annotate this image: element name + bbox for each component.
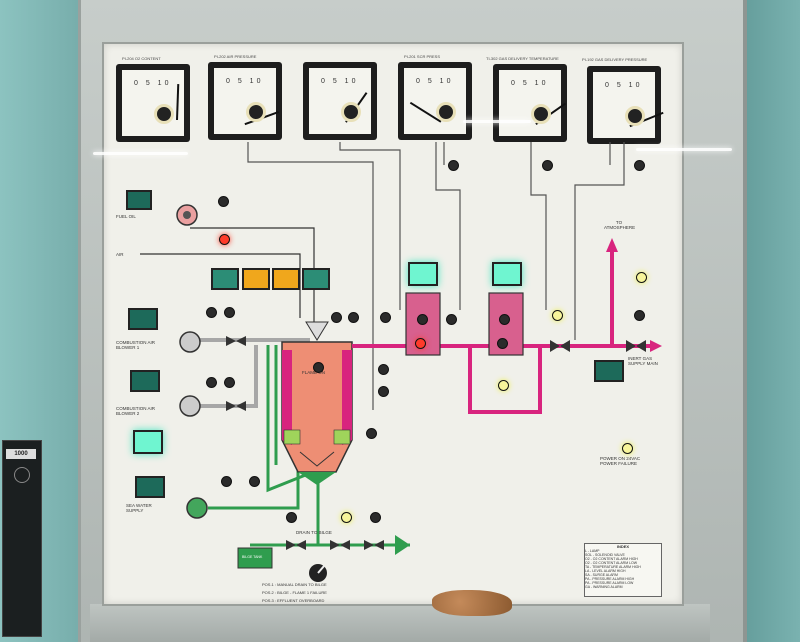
lamp (206, 377, 217, 388)
label-to-atmosphere: TO ATMOSPHERE (604, 220, 636, 230)
lamp (634, 310, 645, 321)
lamp-yellow (622, 443, 633, 454)
meter-o2-content: 0 5 10 (116, 64, 190, 142)
blower-2-button[interactable] (130, 370, 160, 392)
selector-3[interactable] (272, 268, 300, 290)
object-on-ledge (432, 590, 512, 616)
lamp (331, 312, 342, 323)
meter-caption-5: TI-302 GAS DELIVERY TEMPERATURE (486, 56, 559, 61)
label-sea-water: SEA WATER SUPPLY (126, 503, 152, 513)
blower-1-button[interactable] (128, 308, 158, 330)
meter-gas-temp: 0 5 10 (493, 64, 567, 142)
legend-row: PA - PRESSURE ALARM LOW (585, 581, 634, 585)
label-flame-on: FLAME ON (302, 370, 326, 375)
lamp (634, 160, 645, 171)
lit-indicator-button[interactable] (133, 430, 163, 454)
drain-pos-3: POS.3 : EFFLUENT OVERBOARD (262, 598, 325, 603)
glass-reflection (636, 148, 732, 151)
label-drain-to-bilge: DRAIN TO BILGE (296, 530, 332, 535)
legend-row: O2 - O2 CONTENT ALARM HIGH (585, 557, 638, 561)
selector-1[interactable] (211, 268, 239, 290)
lamp (224, 377, 235, 388)
lamp (224, 307, 235, 318)
scrubber-1-button[interactable] (408, 262, 438, 286)
lamp (499, 314, 510, 325)
bilge-tank-icon (237, 547, 273, 569)
meter-scr-press: 0 5 10 (398, 62, 472, 140)
lamp (497, 338, 508, 349)
drain-pos-1: POS.1 : MANUAL DRAIN TO BILGE (262, 582, 327, 587)
legend-row: SA - SURGE ALARM (585, 573, 618, 577)
lamp-yellow (341, 512, 352, 523)
legend-row: O2 - O2 CONTENT ALARM LOW (585, 561, 638, 565)
lamp-red (219, 234, 230, 245)
inert-gas-button[interactable] (594, 360, 624, 382)
label-blower-2: COMBUSTION AIR BLOWER 2 (116, 406, 156, 416)
lamp-yellow (636, 272, 647, 283)
selector-2[interactable] (242, 268, 270, 290)
blower-1-icon (179, 331, 201, 353)
glass-reflection (463, 120, 531, 123)
scrubber-2-button[interactable] (492, 262, 522, 286)
legend-row: LA - LEVEL ALARM HIGH (585, 569, 626, 573)
lamp (378, 364, 389, 375)
lamp-yellow (552, 310, 563, 321)
lamp-red (415, 338, 426, 349)
lamp (313, 362, 324, 373)
meter-caption-1: PI-204 O2 CONTENT (122, 56, 161, 61)
lamp (348, 312, 359, 323)
lamp (221, 476, 232, 487)
lamp-yellow (498, 380, 509, 391)
legend-title: INDEX (616, 544, 630, 549)
lamp (286, 512, 297, 523)
side-control-unit: 1000 (2, 440, 42, 637)
drain-pos-2: POS.2 : BILGE - FLAME 1 FAILURE (262, 590, 327, 595)
lamp (542, 160, 553, 171)
side-unit-knob[interactable] (14, 467, 30, 483)
sea-water-button[interactable] (135, 476, 165, 498)
selector-4[interactable] (302, 268, 330, 290)
legend-row: GA - WARNING ALARM (585, 585, 623, 589)
meter-caption-6: PI-192 GAS DELIVERY PRESSURE (582, 57, 648, 62)
cabinet-ledge (90, 604, 710, 642)
label-inert-gas-main: INERT GAS SUPPLY MAIN (628, 356, 658, 366)
lamp (370, 512, 381, 523)
fuel-oil-button[interactable] (126, 190, 152, 210)
lamp (249, 476, 260, 487)
legend-row: L - LAMP (585, 549, 600, 553)
lamp (366, 428, 377, 439)
lamp (378, 386, 389, 397)
lamp (446, 314, 457, 325)
lamp (380, 312, 391, 323)
lamp (218, 196, 229, 207)
label-air: AIR (116, 252, 124, 257)
meter-caption-2: PI-202 AIR PRESSURE (214, 54, 257, 59)
meter-air-pressure: 0 5 10 (208, 62, 282, 140)
meter-caption-4: PI-201 SCR PRESS (404, 54, 441, 59)
legend-row: TA - TEMPERATURE ALARM HIGH (585, 565, 641, 569)
sea-water-pump-icon (186, 497, 208, 519)
lamp (417, 314, 428, 325)
label-bilge-tank: BILGE TANK (242, 555, 263, 559)
lamp (448, 160, 459, 171)
blower-2-icon (179, 395, 201, 417)
lamp (206, 307, 217, 318)
legend-row: PA - PRESSURE ALARM HIGH (585, 577, 635, 581)
glass-reflection (93, 152, 188, 155)
index-legend: INDEX L - LAMP SOL - SOLENOID VALVE O2 -… (584, 543, 662, 597)
label-blower-1: COMBUSTION AIR BLOWER 1 (116, 340, 156, 350)
meter-gas-pressure: 0 5 10 (587, 66, 664, 144)
legend-row: SOL - SOLENOID VALVE (585, 553, 625, 557)
label-fuel-oil: FUEL OIL (116, 214, 136, 219)
meter-3: 0 5 10 (303, 62, 377, 140)
side-unit-label: 1000 (6, 449, 36, 459)
label-power-on: POWER ON 24VAC POWER FAILURE (600, 456, 641, 466)
